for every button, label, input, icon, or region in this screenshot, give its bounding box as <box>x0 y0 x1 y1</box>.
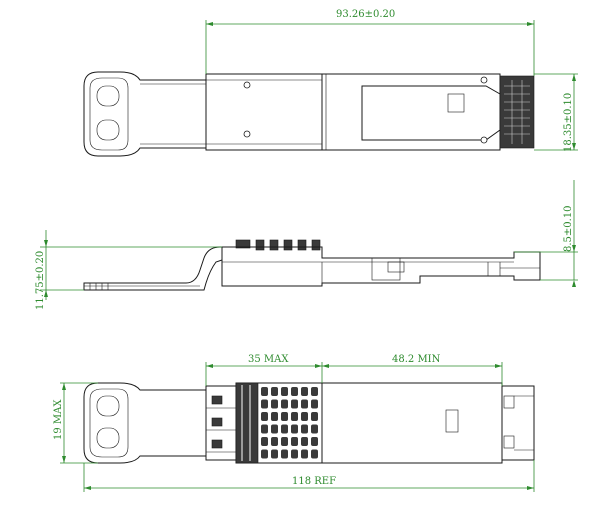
vent-hole <box>261 387 268 396</box>
dim-side-bail-height: 11.75±0.20 <box>35 251 46 310</box>
vent-hole <box>281 387 288 396</box>
vent-hole <box>271 437 278 446</box>
vent-hole <box>291 449 298 459</box>
vent-hole <box>271 424 278 434</box>
top-view: 93.26±0.20 18.35±0.10 <box>83 9 578 157</box>
vent-hole <box>261 449 268 459</box>
vent-hole <box>291 387 298 396</box>
side-view: 8.5±0.10 11.75±0.20 <box>35 180 578 310</box>
vent-hole <box>301 449 308 459</box>
dim-bottom-max: 35 MAX <box>248 354 289 365</box>
vent-hole <box>281 437 288 446</box>
bottom-view: 35 MAX 48.2 MIN 19 MAX 118 REF <box>53 354 535 492</box>
vent-hole <box>291 412 298 421</box>
vent-hole <box>311 399 318 409</box>
vent-hole <box>261 424 268 434</box>
vent-hole <box>281 424 288 434</box>
dim-bottom-height: 19 MAX <box>53 399 64 440</box>
vent-hole <box>281 449 288 459</box>
vent-hole <box>311 412 318 421</box>
vent-hole <box>261 412 268 421</box>
vent-hole <box>311 424 318 434</box>
vent-hole <box>281 412 288 421</box>
dim-bottom-ref: 118 REF <box>292 476 336 487</box>
vent-hole <box>311 449 318 459</box>
vent-hole <box>271 412 278 421</box>
vent-hole <box>271 387 278 396</box>
vent-hole <box>311 437 318 446</box>
vent-hole <box>291 424 298 434</box>
dim-side-height: 8.5±0.10 <box>563 205 574 252</box>
vent-hole <box>301 387 308 396</box>
dim-top-width: 18.35±0.10 <box>563 93 574 152</box>
vent-hole <box>271 449 278 459</box>
vent-hole <box>301 424 308 434</box>
dim-top-length: 93.26±0.20 <box>336 9 395 20</box>
vent-hole <box>261 399 268 409</box>
vent-hole <box>301 437 308 446</box>
dim-bottom-min: 48.2 MIN <box>392 354 441 365</box>
vent-hole <box>281 399 288 409</box>
vent-hole <box>301 412 308 421</box>
vent-hole <box>311 387 318 396</box>
vent-hole <box>301 399 308 409</box>
vent-hole <box>291 437 298 446</box>
vent-hole <box>291 399 298 409</box>
vent-hole <box>261 437 268 446</box>
vent-hole <box>271 399 278 409</box>
